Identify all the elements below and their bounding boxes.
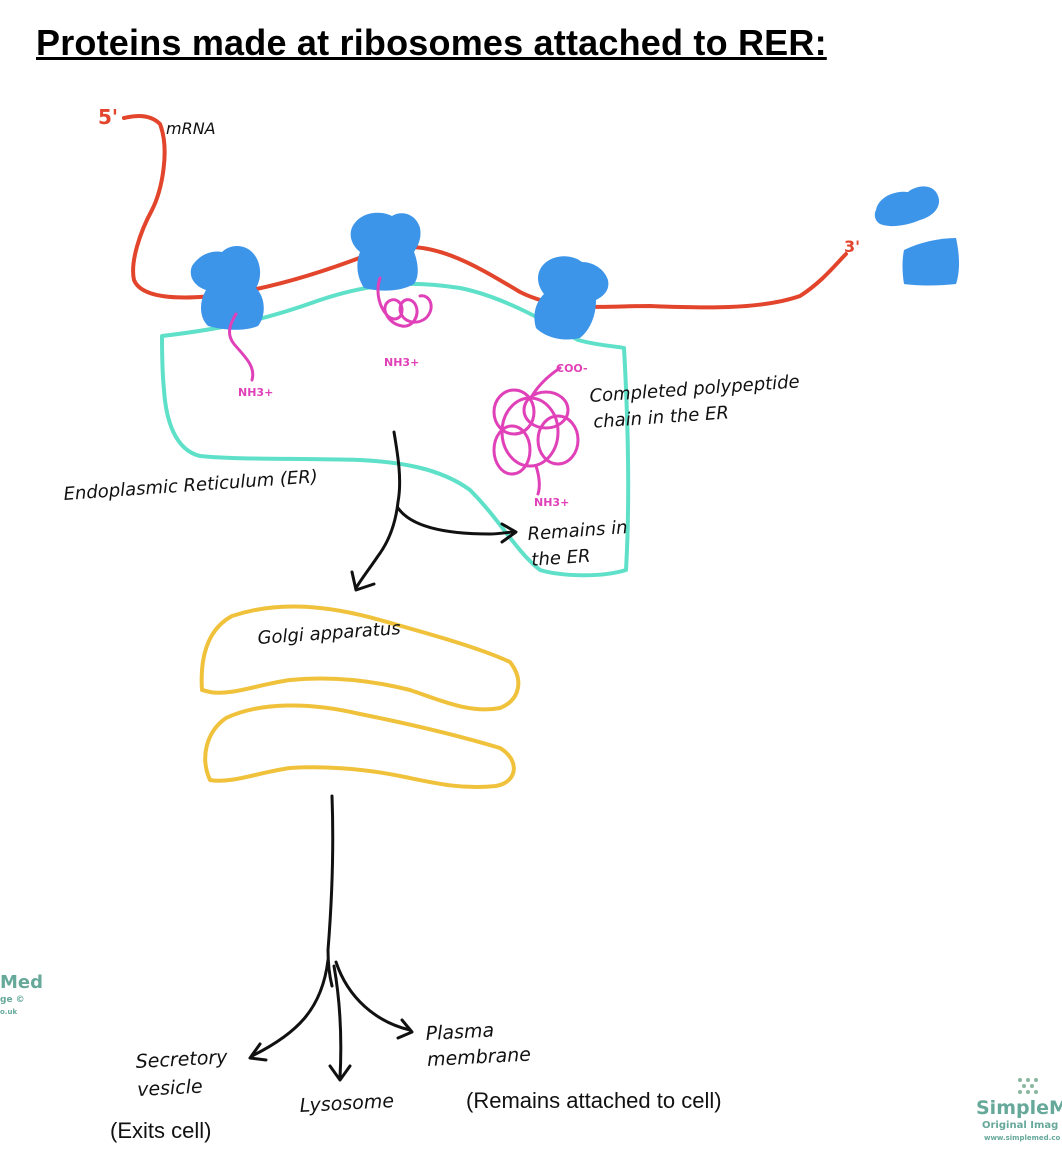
svg-text:www.simplemed.co: www.simplemed.co bbox=[984, 1134, 1060, 1142]
polypeptide-completed bbox=[492, 366, 580, 496]
ribosome-free-bottom bbox=[902, 238, 959, 286]
polypeptide-1 bbox=[228, 312, 255, 382]
remains-attached-note: (Remains attached to cell) bbox=[466, 1088, 722, 1113]
ribosome-free-top bbox=[874, 186, 940, 227]
nh3-label-3: NH3+ bbox=[534, 496, 569, 509]
three-prime-label: 3' bbox=[844, 237, 860, 256]
svg-text:Med: Med bbox=[0, 972, 43, 993]
arrow-to-lysosome-head bbox=[328, 1064, 352, 1082]
svg-text:o.uk: o.uk bbox=[0, 1008, 17, 1016]
coo-label: COO- bbox=[556, 362, 588, 375]
polypeptide-2 bbox=[376, 276, 433, 328]
lysosome-label: Lysosome bbox=[299, 1090, 394, 1117]
watermark-right: SimpleMe Original Imag www.simplemed.co bbox=[976, 1078, 1062, 1142]
remains-in-er-label: Remains in the ER bbox=[527, 517, 636, 571]
nh3-label-1: NH3+ bbox=[238, 386, 273, 399]
er-outline bbox=[160, 281, 631, 578]
page-title: Proteins made at ribosomes attached to R… bbox=[36, 22, 827, 63]
golgi-cisterna-bottom bbox=[203, 703, 516, 790]
watermark-left: Med ge © o.uk bbox=[0, 972, 43, 1016]
er-label: Endoplasmic Reticulum (ER) bbox=[63, 466, 319, 505]
arrow-to-er-remain-head bbox=[500, 522, 518, 544]
arrow-golgi-stem bbox=[326, 794, 335, 988]
plasma-membrane-label: Plasma membrane bbox=[425, 1018, 531, 1071]
mrna-label: mRNA bbox=[166, 119, 216, 138]
secretory-vesicle-label: Secretory vesicle bbox=[135, 1046, 235, 1101]
arrow-to-secretory-head bbox=[248, 1042, 268, 1062]
ribosome-3 bbox=[534, 256, 609, 340]
exits-cell-note: (Exits cell) bbox=[110, 1118, 211, 1143]
svg-text:ge ©: ge © bbox=[0, 995, 25, 1005]
flow-arrows bbox=[248, 430, 518, 1082]
ribosome-1 bbox=[190, 246, 264, 330]
golgi-label: Golgi apparatus bbox=[257, 618, 401, 649]
nh3-label-2: NH3+ bbox=[384, 356, 419, 369]
arrow-to-plasma-head bbox=[396, 1018, 414, 1040]
arrow-to-secretory bbox=[250, 958, 330, 1058]
arrow-to-golgi-head bbox=[350, 570, 376, 592]
arrow-to-plasma bbox=[334, 960, 412, 1032]
arrow-er-stem bbox=[354, 430, 402, 590]
mrna-strand bbox=[122, 114, 848, 310]
svg-text:Original Imag: Original Imag bbox=[982, 1120, 1058, 1131]
simplemed-logo-icon bbox=[1018, 1078, 1038, 1094]
svg-text:SimpleMe: SimpleMe bbox=[976, 1097, 1062, 1119]
arrow-to-er-remain bbox=[396, 506, 516, 536]
ribosome-2 bbox=[350, 212, 421, 291]
arrow-to-lysosome bbox=[332, 964, 343, 1080]
golgi-cisterna-top bbox=[199, 604, 521, 712]
completed-polypeptide-label: Completed polypeptide chain in the ER bbox=[589, 371, 808, 433]
five-prime-label: 5' bbox=[98, 105, 118, 129]
